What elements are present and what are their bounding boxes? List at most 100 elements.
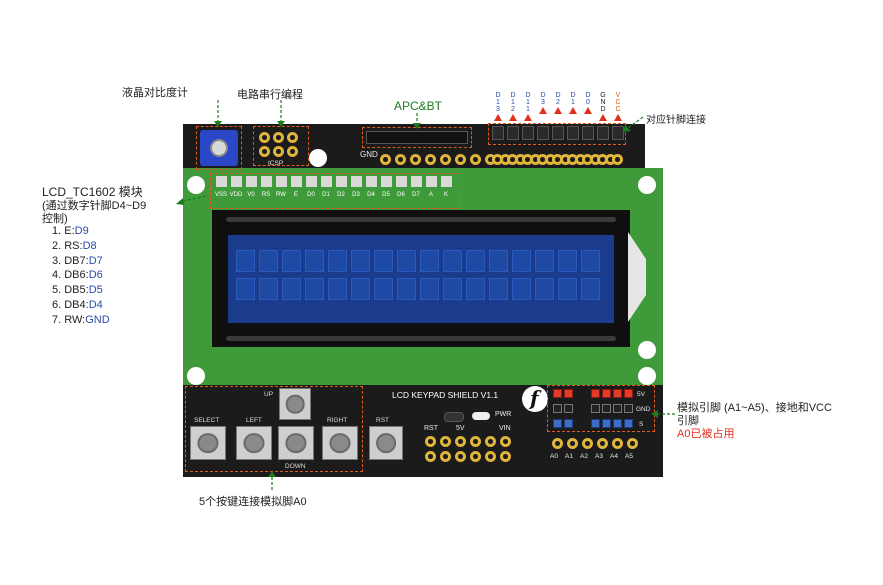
digital-pin <box>455 154 466 165</box>
icsp-pin <box>259 132 270 143</box>
lcd-char-cell <box>397 278 416 300</box>
lcd-char-cell <box>282 278 301 300</box>
top-header-pin <box>567 154 578 165</box>
icsp-program-label: 电路串行编程 <box>237 89 303 101</box>
pin-map-num: 4. <box>52 269 65 282</box>
top-header-box <box>488 123 626 145</box>
analog-header-pin <box>564 389 573 398</box>
lcd-char-cell <box>466 278 485 300</box>
top-header-arrow-icon <box>539 107 547 114</box>
lcd-char-cell <box>558 278 577 300</box>
digital-pin <box>590 154 601 165</box>
lcd-pin-label: RS <box>261 192 271 198</box>
icsp-pin <box>287 132 298 143</box>
select-button[interactable] <box>190 426 226 460</box>
digital-pin <box>425 154 436 165</box>
lcd-pin <box>231 176 242 187</box>
lcd-pin-label: V0 <box>247 192 255 198</box>
top-header-pin <box>597 154 608 165</box>
pin-map-item: 1. E:D9 <box>52 225 89 237</box>
lcd-char-cell <box>581 278 600 300</box>
analog-box <box>547 385 655 432</box>
top-header-cell <box>612 126 624 140</box>
up-button[interactable] <box>279 388 311 420</box>
analog-header-pin <box>591 404 600 413</box>
top-header-label: D 0 <box>585 92 591 106</box>
analog-header-pin <box>564 419 573 428</box>
top-header-pin <box>522 154 533 165</box>
down-label: DOWN <box>285 463 306 470</box>
lcd-backlight-tab <box>628 232 646 322</box>
lcd-char-cell <box>443 278 462 300</box>
lcd-pin-label: A <box>428 192 433 198</box>
top-header-label: D 1 <box>570 92 576 106</box>
analog-s-label: S <box>639 421 644 428</box>
power-pin <box>500 436 511 447</box>
analog-pin <box>582 438 593 449</box>
lcd-pin-label: D6 <box>397 192 405 198</box>
lcd-char-cell <box>443 250 462 272</box>
analog-pin-label: A5 <box>625 453 633 460</box>
icsp-label: ICSP <box>268 160 284 167</box>
digital-pin <box>560 154 571 165</box>
lcd-pin <box>366 176 377 187</box>
pin-map-pin: D4 <box>88 299 103 311</box>
icsp-pin <box>259 146 270 157</box>
up-label: UP <box>264 391 274 398</box>
digital-pin <box>515 154 526 165</box>
lcd-char-cell <box>558 250 577 272</box>
right-button[interactable] <box>322 426 358 460</box>
top-header-label: D 3 <box>540 92 546 106</box>
pin-map-name: DB6: <box>64 269 89 282</box>
top-header-arrow-icon <box>614 114 622 121</box>
lcd-char-cell <box>305 278 324 300</box>
power-pin <box>455 436 466 447</box>
left-button[interactable] <box>236 426 272 460</box>
analog-pin-label: A0 <box>550 453 558 460</box>
pin-map-num: 2. <box>52 239 65 252</box>
pin-map-pin: D7 <box>88 254 103 267</box>
pin-map-pin: D9 <box>74 225 89 237</box>
analog-pin <box>552 438 563 449</box>
lcd-char-cell <box>351 250 370 272</box>
pin-map-item: 7. RW:GND <box>52 314 110 326</box>
rst-label: RST <box>424 425 438 432</box>
top-header-arrow-icon <box>494 114 502 121</box>
pin-map-name: RW: <box>64 313 86 326</box>
logo-glyph: f <box>530 386 539 410</box>
lcd-pin <box>426 176 437 187</box>
pwr-label: PWR <box>495 411 512 418</box>
analog-header-pin <box>591 389 600 398</box>
power-pin <box>425 436 436 447</box>
top-header-cell <box>507 126 519 140</box>
lcd-char-cell <box>535 250 554 272</box>
analog-pin <box>597 438 608 449</box>
down-button[interactable] <box>278 426 314 460</box>
digital-pin <box>485 154 496 165</box>
top-header-cell <box>567 126 579 140</box>
power-pin <box>440 451 451 462</box>
lcd-char-cell <box>420 250 439 272</box>
top-header-arrow-icon <box>509 114 517 121</box>
lcd-pin-label: D4 <box>367 192 375 198</box>
analog-header-pin <box>613 419 622 428</box>
top-header-cell <box>552 126 564 140</box>
analog-label-2: 引脚 <box>677 415 699 427</box>
lcd-pin <box>261 176 272 187</box>
right-label: RIGHT <box>327 417 348 424</box>
power-pin <box>500 451 511 462</box>
lcd-pin <box>336 176 347 187</box>
digital-pin <box>530 154 541 165</box>
lcd-pin-label: VSS <box>214 192 227 198</box>
analog-pin-label: A4 <box>610 453 618 460</box>
lcd-pin <box>246 176 257 187</box>
analog-pin <box>627 438 638 449</box>
lcd-pin <box>441 176 452 187</box>
lcd-char-cell <box>512 278 531 300</box>
power-pin <box>425 451 436 462</box>
pin-map-num: 6. <box>52 299 65 311</box>
digital-pin <box>470 154 481 165</box>
pin-map-name: RS: <box>64 239 83 252</box>
rst-button[interactable] <box>369 426 403 460</box>
